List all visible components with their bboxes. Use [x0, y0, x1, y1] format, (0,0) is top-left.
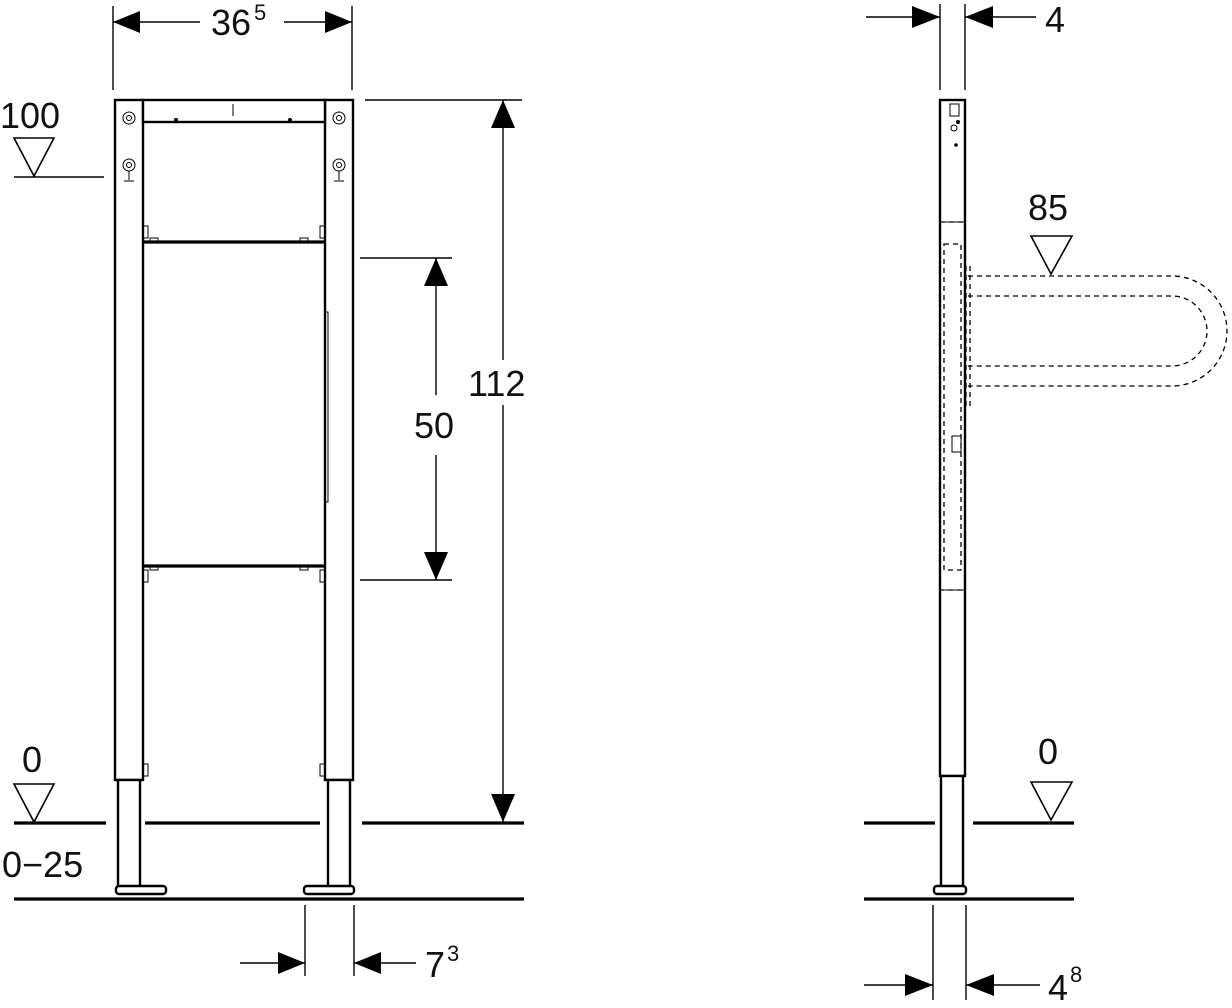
foot-dimension-superscript: 3 — [447, 941, 459, 966]
frame-right-post — [302, 98, 356, 896]
depth-dimension-value: 4 — [1045, 0, 1065, 40]
height-dimension: 112 — [365, 99, 525, 822]
top-level-value: 100 — [0, 95, 60, 136]
front-view: 36 5 100 — [0, 0, 525, 985]
frame-cross-rails — [141, 98, 327, 571]
pipe-level-value: 85 — [1028, 187, 1068, 228]
pipe-level-marker: 85 — [1028, 187, 1074, 276]
side-floor-level-value: 0 — [1038, 731, 1058, 772]
side-foot-dimension: 4 8 — [864, 905, 1082, 1008]
spacing-dimension-value: 50 — [414, 405, 454, 446]
foot-dimension: 7 3 — [240, 905, 459, 985]
width-dimension-value: 36 — [211, 2, 251, 43]
depth-dimension: 4 — [866, 0, 1065, 90]
floor-level-value: 0 — [22, 739, 42, 780]
side-view: 4 85 — [864, 0, 1228, 1008]
frame-left-post — [113, 98, 168, 896]
floor-level-marker: 0 — [12, 739, 524, 825]
foot-dimension-value: 7 — [425, 944, 445, 985]
height-dimension-value: 112 — [468, 363, 525, 404]
concealed-pipe — [939, 221, 1228, 591]
width-dimension-superscript: 5 — [254, 0, 266, 25]
width-dimension: 36 5 — [112, 0, 353, 90]
adjust-range-value: 0−25 — [2, 844, 83, 885]
side-foot-dimension-superscript: 8 — [1070, 962, 1082, 987]
spacing-dimension: 50 — [360, 257, 454, 581]
side-floor-level-marker: 0 — [864, 731, 1074, 825]
top-level-marker: 100 — [0, 95, 104, 178]
side-foot-dimension-value: 4 — [1048, 967, 1068, 1008]
